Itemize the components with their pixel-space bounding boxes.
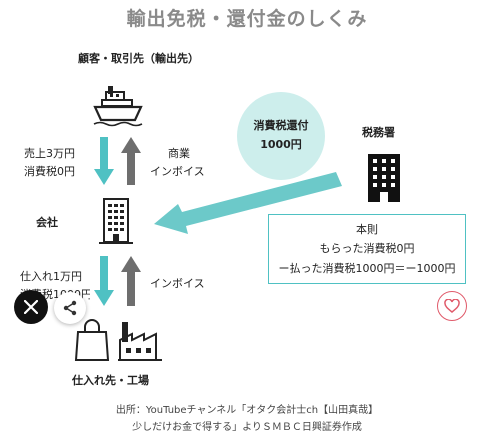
refund-circle: 消費税還付 1000円 <box>237 92 325 180</box>
supplier-label: 仕入れ先・工場 <box>72 374 149 387</box>
tax-office-label: 税務署 <box>362 126 395 139</box>
source-line-1: 出所：YouTubeチャンネル「オタク会計士ch【山田真哉】 <box>115 405 379 416</box>
rule-received-tax: もらった消費税0円 <box>319 242 415 256</box>
heart-icon <box>444 299 460 313</box>
sales-amount: 売上3万円 <box>24 147 75 160</box>
shopping-bag-icon <box>74 319 110 361</box>
upper-flow-arrows <box>94 137 141 185</box>
share-button[interactable] <box>54 292 86 324</box>
refund-amount: 1000円 <box>260 138 302 151</box>
office-building-icon <box>368 154 400 202</box>
building-icon <box>99 198 133 244</box>
x-share-button[interactable] <box>14 290 48 324</box>
page-title: 輸出免税・還付金のしくみ <box>126 8 368 30</box>
lower-flow-arrows <box>94 256 141 306</box>
like-button[interactable] <box>437 291 467 321</box>
ship-icon <box>93 86 143 127</box>
rule-title: 本則 <box>356 223 378 237</box>
rule-paid-tax: ー払った消費税1000円＝ー1000円 <box>278 261 456 275</box>
sales-tax: 消費税0円 <box>24 165 75 178</box>
factory-icon <box>118 322 162 361</box>
rule-box: 本則 もらった消費税0円 ー払った消費税1000円＝ー1000円 <box>268 214 466 284</box>
commercial-label: 商業 <box>168 147 190 160</box>
company-label: 会社 <box>36 216 58 229</box>
invoice-arrow-up <box>127 152 135 185</box>
customer-label: 顧客・取引先（輸出先） <box>78 52 199 65</box>
source-footer: 出所：YouTubeチャンネル「オタク会計士ch【山田真哉】 少しだけお金で得す… <box>0 402 494 436</box>
sales-arrow-down <box>100 137 108 171</box>
x-logo-icon <box>24 300 38 314</box>
source-line-2: 少しだけお金で得する」よりＳＭＢＣ日興証券作成 <box>132 422 362 433</box>
commercial-invoice-label: インボイス <box>150 165 205 178</box>
refund-arrow <box>154 172 342 234</box>
purchase-amount: 仕入れ1万円 <box>20 270 82 283</box>
purchase-arrow-down <box>100 256 108 292</box>
share-icon <box>63 300 77 316</box>
invoice-arrow-up-lower <box>127 271 135 306</box>
refund-label: 消費税還付 <box>253 119 309 133</box>
invoice-label: インボイス <box>150 277 205 290</box>
